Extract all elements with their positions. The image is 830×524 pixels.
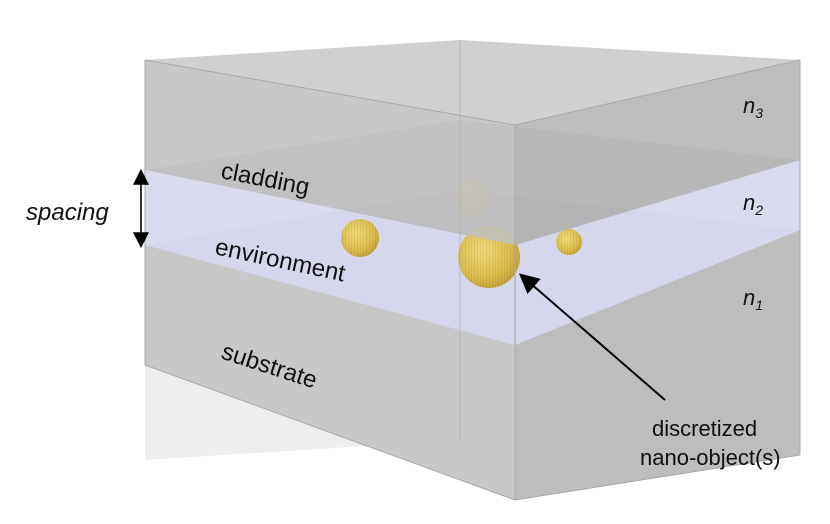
callout-arrow: [518, 273, 666, 401]
svg-text:n1: n1: [743, 285, 763, 313]
box-edges: [144, 40, 801, 501]
callout-line2: nano-object(s): [640, 445, 781, 470]
index-n2-label: n2: [743, 190, 763, 218]
spacing-label: spacing: [26, 199, 109, 226]
svg-text:n2: n2: [743, 190, 763, 218]
index-n1-label: n1: [743, 285, 763, 313]
substrate-layer: [145, 230, 800, 500]
callout-line1: discretized: [652, 416, 757, 441]
cladding-block: [145, 40, 800, 245]
nanoparticle-right: [556, 229, 582, 255]
nanoparticle-left: [341, 219, 379, 257]
svg-text:n3: n3: [743, 93, 763, 121]
index-n3-label: n3: [743, 93, 763, 121]
